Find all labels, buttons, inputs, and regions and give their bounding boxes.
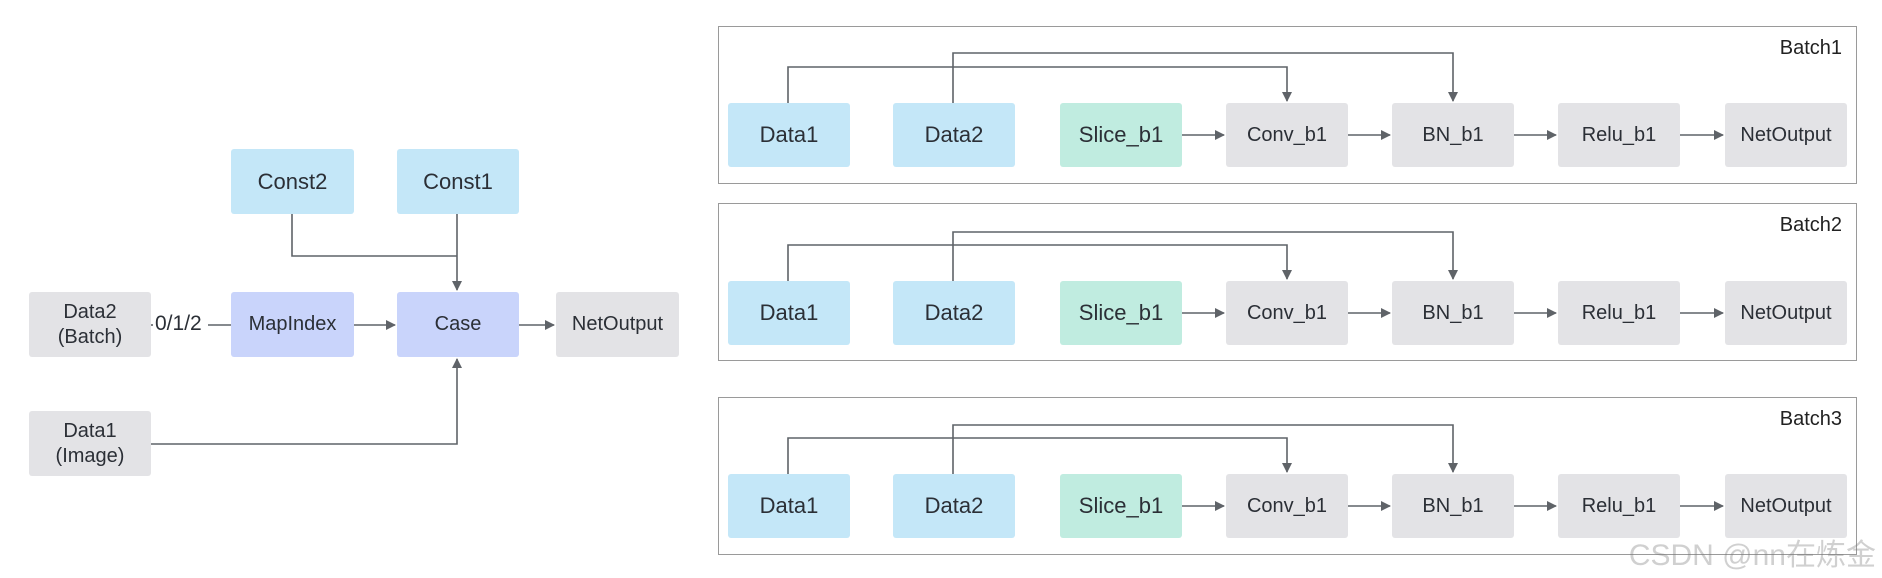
edge-data1-case bbox=[151, 358, 462, 445]
batch-title: Batch1 bbox=[1779, 37, 1842, 59]
batch-panel-2: Batch2 bbox=[718, 203, 1857, 361]
batch3-netoutput-node: NetOutput bbox=[1725, 474, 1847, 538]
batch2-bn-node: BN_b1 bbox=[1392, 281, 1514, 345]
batch1-conv-node: Conv_b1 bbox=[1226, 103, 1348, 167]
batch1-bn-node: BN_b1 bbox=[1392, 103, 1514, 167]
batch1-slice-node: Slice_b1 bbox=[1060, 103, 1182, 167]
watermark: CSDN @nn在炼金 bbox=[1628, 539, 1876, 572]
batch3-conv-node: Conv_b1 bbox=[1226, 474, 1348, 538]
edge-batch1-data1-conv bbox=[787, 66, 1292, 103]
edge-const2-case bbox=[291, 214, 457, 257]
batch3-slice-node: Slice_b1 bbox=[1060, 474, 1182, 538]
batch1-netoutput-node: NetOutput bbox=[1725, 103, 1847, 167]
netoutput-node: NetOutput bbox=[556, 292, 679, 357]
batch3-relu-node: Relu_b1 bbox=[1558, 474, 1680, 538]
edge-batch2-data2-bn bbox=[952, 231, 1458, 281]
edge-batch2-data1-conv bbox=[787, 244, 1292, 281]
mapindex-node: MapIndex bbox=[231, 292, 354, 357]
data1-image-node: Data1 (Image) bbox=[29, 411, 151, 476]
edge-label-batch-index: 0/1/2 bbox=[153, 312, 204, 336]
edge-batch1-data2-bn bbox=[952, 52, 1458, 103]
const2-node: Const2 bbox=[231, 149, 354, 214]
batch2-data2-node: Data2 bbox=[893, 281, 1015, 345]
const1-node: Const1 bbox=[397, 149, 519, 214]
batch1-data2-node: Data2 bbox=[893, 103, 1015, 167]
batch2-netoutput-node: NetOutput bbox=[1725, 281, 1847, 345]
batch-title: Batch3 bbox=[1779, 408, 1842, 430]
batch2-conv-node: Conv_b1 bbox=[1226, 281, 1348, 345]
edge-batch3-data1-conv bbox=[787, 437, 1292, 474]
batch-panel-3: Batch3 bbox=[718, 397, 1857, 555]
batch3-data2-node: Data2 bbox=[893, 474, 1015, 538]
data2-batch-node: Data2 (Batch) bbox=[29, 292, 151, 357]
batch1-data1-node: Data1 bbox=[728, 103, 850, 167]
edge-batch3-data2-bn bbox=[952, 424, 1458, 474]
batch2-relu-node: Relu_b1 bbox=[1558, 281, 1680, 345]
batch3-data1-node: Data1 bbox=[728, 474, 850, 538]
batch1-relu-node: Relu_b1 bbox=[1558, 103, 1680, 167]
batch3-bn-node: BN_b1 bbox=[1392, 474, 1514, 538]
batch-panel-1: Batch1 bbox=[718, 26, 1857, 184]
batch2-data1-node: Data1 bbox=[728, 281, 850, 345]
batch-title: Batch2 bbox=[1779, 214, 1842, 236]
batch2-slice-node: Slice_b1 bbox=[1060, 281, 1182, 345]
case-node: Case bbox=[397, 292, 519, 357]
